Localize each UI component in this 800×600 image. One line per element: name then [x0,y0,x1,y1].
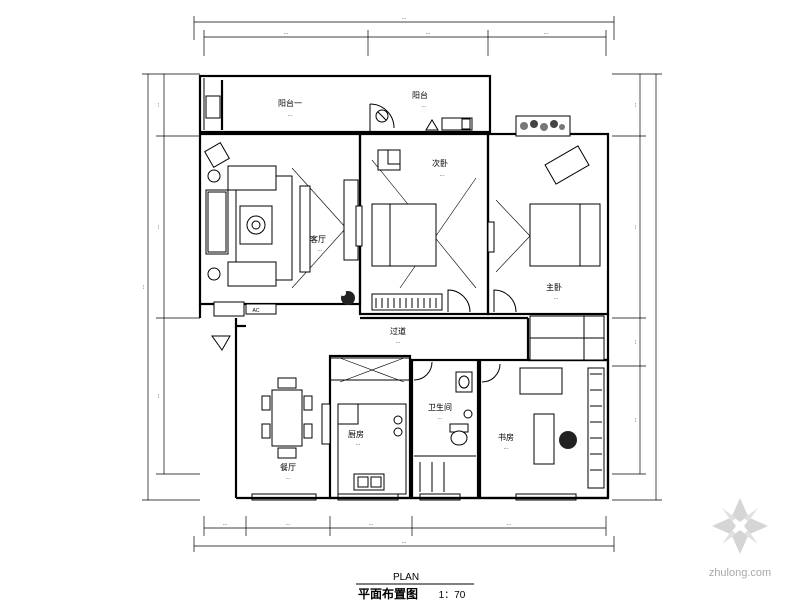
label-corridor: 过道 [390,326,406,336]
area-corridor: ··· [396,340,401,346]
area-dining: ··· [286,476,291,482]
dim-left-3: ··· [156,393,162,398]
dim-bottom-3: ··· [369,522,374,528]
dim-overall-bottom: ··· [402,540,407,546]
area-kitchen: ··· [356,442,361,448]
label-kitchen-balcony: 阳台 [412,90,428,100]
dim-top-1: ··· [284,31,289,37]
bedroom-2-furniture [355,149,471,313]
label-living: 客厅 [310,234,326,244]
label-kitchen: 厨房 [348,429,364,439]
study-furniture [481,363,605,489]
plan-scale: 1：70 [439,590,466,600]
area-bedroom-2: ··· [440,173,445,179]
area-kitchen-balcony: ··· [422,104,427,110]
area-master: ··· [554,296,559,302]
label-bedroom-2: 次卧 [432,158,448,168]
dim-overall-top: ··· [402,16,407,22]
dim-top-2: ··· [426,31,431,37]
dimension-left: ··· ··· ··· ··· [141,73,200,501]
dim-right-2: ··· [633,224,639,229]
dim-left-1: ··· [156,102,162,107]
dim-top-3: ··· [544,31,549,37]
watermark-text: zhulong.com [709,567,771,579]
dim-left-2: ··· [156,224,162,229]
dim-bottom-1: ··· [223,522,228,528]
dimension-bottom: ··· ··· ··· ··· ··· [193,516,615,552]
dim-right-4: ··· [633,417,639,422]
plant-icon [340,290,355,305]
windows [251,357,577,501]
dim-bottom-2: ··· [286,522,291,528]
label-bathroom: 卫生间 [428,402,452,412]
dim-bottom-4: ··· [507,522,512,528]
balcony-fixtures [205,95,571,137]
room-labels: 阳台一 ··· 阳台 ··· 客厅 ··· 次卧 ··· 主卧 ··· 过道 ·… [253,90,562,482]
master-bedroom-furniture [487,145,601,313]
living-room-furniture [204,142,359,317]
plan-label: PLAN [393,572,419,583]
label-small-ac: AC [253,308,260,314]
dining-furniture [211,335,331,459]
watermark-logo-icon [712,498,768,554]
kitchen-fixtures [337,403,407,495]
dim-right-1: ··· [633,102,639,107]
potted-plant-icon [515,115,571,137]
wardrobe-fixtures [529,315,605,361]
label-study: 书房 [498,432,514,442]
area-study: ··· [504,446,509,452]
watermark: zhulong.com [709,498,771,579]
area-living: ··· [318,248,323,254]
area-balcony-north: ··· [288,113,293,119]
bathroom-fixtures [413,361,476,492]
dimension-right: ··· ··· ··· ··· [612,73,662,501]
dim-left-overall: ··· [141,284,147,289]
area-bathroom: ··· [438,416,443,422]
dimension-top: ··· ··· ··· ··· [193,16,615,56]
label-master: 主卧 [546,282,562,292]
dim-right-3: ··· [633,339,639,344]
room-diagonals [291,159,531,383]
plan-title: 平面布置图 [358,586,418,600]
label-dining: 餐厅 [280,463,296,472]
label-balcony-north: 阳台一 [278,98,302,108]
title-block: PLAN 平面布置图 1：70 [356,572,474,600]
